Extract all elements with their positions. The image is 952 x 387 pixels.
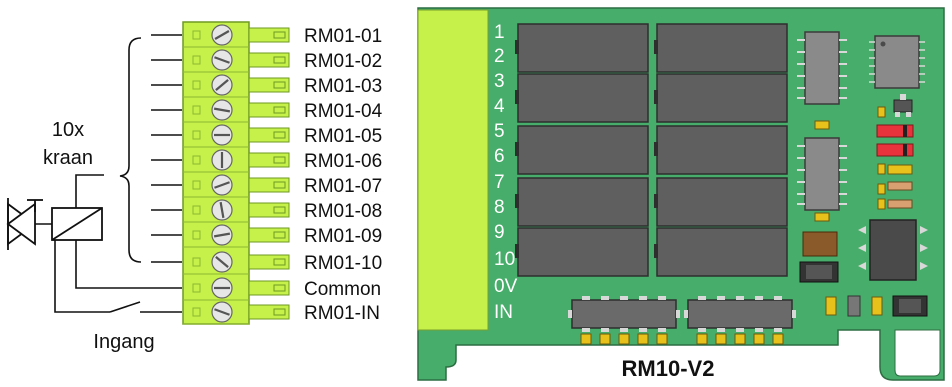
screw-icon: [211, 277, 233, 299]
pin-peg: [248, 254, 290, 270]
relay: [654, 73, 788, 123]
smd-bottom: [825, 295, 883, 317]
screw-icon: [211, 49, 233, 71]
ic-chip-upper: [797, 31, 847, 105]
screw-icon: [211, 251, 233, 273]
terminal-label: RM01-04: [304, 101, 383, 122]
led-indicators: [876, 124, 914, 157]
pcb-pin-number: 3: [494, 71, 505, 92]
microcontroller-chip: [869, 35, 925, 89]
screw-icon: [211, 99, 233, 121]
solenoid-valve-icon: [6, 198, 103, 250]
pin-peg: [248, 127, 290, 143]
pcb-pin-number-list: 1 2 3 4 5 6 7 8 9 10 0V IN: [494, 22, 518, 323]
screw-icon: [211, 224, 233, 246]
pin-peg: [248, 152, 290, 168]
terminal-label: RM01-01: [304, 26, 382, 47]
dip-switch-bank-left: [568, 296, 680, 345]
input-label: Ingang: [93, 331, 154, 353]
relay: [515, 73, 649, 123]
pcb-pin-number: 7: [494, 172, 505, 193]
pcb-pin-number: 5: [494, 121, 505, 142]
pin-peg: [248, 102, 290, 118]
diode-left: [799, 261, 839, 283]
relay-array: [515, 23, 788, 277]
wiring-left: [35, 34, 182, 313]
terminal-8: [183, 199, 290, 223]
valve-count-label: 10x: [52, 119, 84, 141]
smd-components: [814, 106, 913, 222]
terminal-5: [183, 124, 290, 148]
screw-icon: [211, 199, 233, 221]
terminal-9: [183, 224, 290, 248]
screw-icon: [211, 74, 233, 96]
diode-right: [892, 295, 928, 317]
terminal-label: RM01-03: [304, 76, 382, 97]
relay: [654, 125, 788, 175]
terminal-list: [183, 24, 290, 325]
pcb-pin-number: IN: [494, 302, 513, 323]
pcb-pin-number: 1: [494, 22, 505, 43]
terminal-12: [183, 301, 290, 325]
screw-icon: [211, 24, 233, 46]
relay: [515, 23, 649, 73]
terminal-label: RM01-02: [304, 51, 382, 72]
terminal-10: [183, 251, 290, 275]
relay: [654, 23, 788, 73]
pin-peg: [248, 27, 290, 43]
pcb-pin-number: 4: [494, 96, 505, 117]
pcb-pin-number: 10: [494, 249, 515, 270]
relay: [654, 227, 788, 277]
terminal-label: RM01-09: [304, 226, 382, 247]
screw-icon: [211, 174, 233, 196]
screw-icon: [211, 301, 233, 323]
pcb-pin-number: 8: [494, 197, 505, 218]
terminal-label: RM01-05: [304, 126, 382, 147]
terminal-11: [183, 277, 290, 301]
relay: [515, 177, 649, 227]
pin-peg: [248, 52, 290, 68]
terminal-label: RM01-06: [304, 151, 382, 172]
pin-peg: [248, 177, 290, 193]
pin-peg: [248, 280, 290, 296]
terminal-7: [183, 174, 290, 198]
pcb-pin-number: 6: [494, 146, 505, 167]
pcb-pin-number: 9: [494, 222, 505, 243]
board-name: RM10-V2: [622, 356, 715, 381]
pin-peg: [248, 304, 290, 320]
relay: [515, 227, 649, 277]
transistor: [893, 94, 913, 117]
ic-chip-middle: [797, 137, 847, 211]
relay: [654, 177, 788, 227]
screw-icon: [211, 149, 233, 171]
terminal-label: RM01-08: [304, 201, 382, 222]
pin-peg: [248, 227, 290, 243]
relay: [515, 125, 649, 175]
terminal-label: RM01-10: [304, 253, 382, 274]
voltage-regulator: [858, 219, 928, 281]
terminal-label-list: RM01-01RM01-02RM01-03RM01-04RM01-05RM01-…: [304, 26, 383, 324]
terminal-6: [183, 149, 290, 173]
terminal-4: [183, 99, 290, 123]
pcb-pin-number: 0V: [494, 276, 518, 297]
terminal-1: [183, 24, 290, 48]
terminal-3: [183, 74, 290, 98]
terminal-label: RM01-IN: [304, 303, 380, 324]
pcb-pin-number: 2: [494, 46, 505, 67]
valve-word-label: kraan: [43, 147, 93, 169]
dip-switch-bank-right: [684, 296, 796, 345]
pin-peg: [248, 202, 290, 218]
capacitor: [802, 231, 838, 257]
pin-peg: [248, 77, 290, 93]
terminal-label: RM01-07: [304, 176, 382, 197]
screw-icon: [211, 124, 233, 146]
terminal-label: Common: [304, 279, 381, 300]
terminal-2: [183, 49, 290, 73]
